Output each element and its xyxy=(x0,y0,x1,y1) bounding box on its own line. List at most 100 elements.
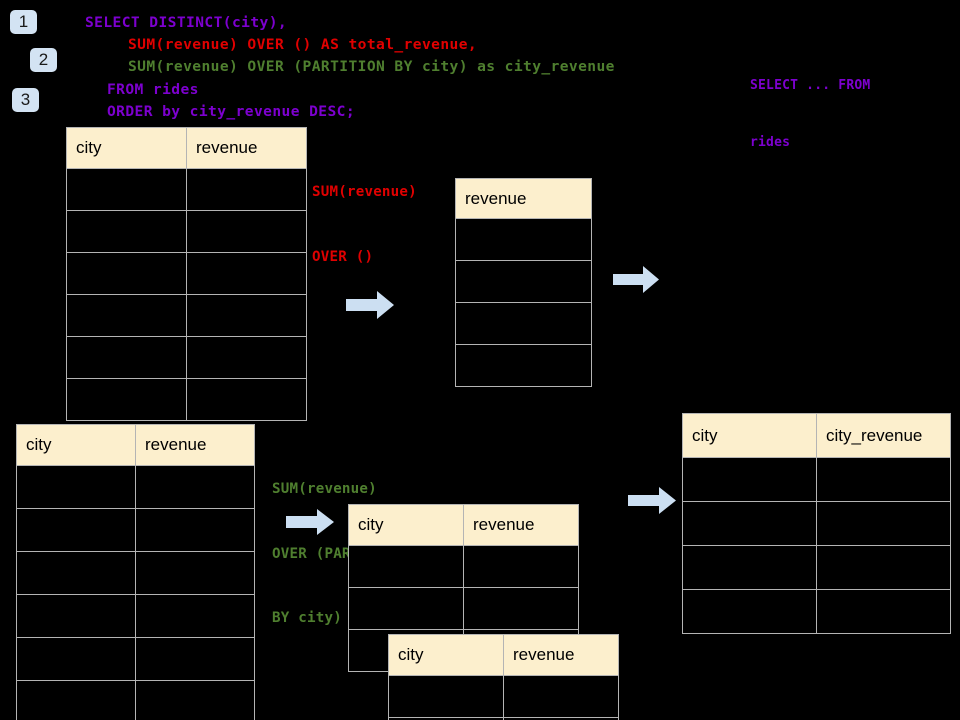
table-row xyxy=(388,675,619,718)
sql-line-sum-over-all: SUM(revenue) OVER () AS total_revenue, xyxy=(128,36,478,53)
table-cell xyxy=(186,378,307,421)
step-badge-2: 2 xyxy=(30,48,57,72)
table-cell xyxy=(66,378,187,421)
table-cell xyxy=(348,587,464,630)
sql-line-from: FROM rides xyxy=(107,81,199,98)
table-cell xyxy=(463,587,579,630)
table-header-row: revenue xyxy=(455,178,592,219)
table-cell xyxy=(186,210,307,253)
table-cell xyxy=(816,501,951,546)
table-cell xyxy=(816,457,951,502)
table-row xyxy=(455,260,592,303)
table-cell xyxy=(16,465,136,509)
table-cell xyxy=(186,294,307,337)
arrow-source-to-total-icon xyxy=(346,291,394,319)
table-cell xyxy=(66,336,187,379)
table-cell xyxy=(16,680,136,720)
table-cell xyxy=(135,508,255,552)
table-row xyxy=(388,717,619,720)
table-cell xyxy=(463,545,579,588)
table-header-row: city revenue xyxy=(388,634,619,676)
annotation-sum-over-partition-line3: BY city) xyxy=(272,610,342,626)
sql-line-order-by: ORDER by city_revenue DESC; xyxy=(107,103,356,120)
table-cell xyxy=(135,465,255,509)
table-row xyxy=(682,545,951,590)
table-row xyxy=(16,465,255,509)
annotation-sum-over-all: SUM(revenue) OVER () xyxy=(312,139,417,311)
table-row xyxy=(682,589,951,634)
annotation-select-from-rides-line2: rides xyxy=(750,135,791,150)
column-header-revenue: revenue xyxy=(455,178,592,219)
table-cell xyxy=(16,637,136,681)
arrow-source-to-partition-icon xyxy=(286,509,334,535)
sql-line-sum-over-partition: SUM(revenue) OVER (PARTITION BY city) as… xyxy=(128,58,615,75)
table-header-row: city revenue xyxy=(66,127,307,169)
table-source-bottom: city revenue xyxy=(16,424,255,720)
column-header-city: city xyxy=(16,424,136,466)
table-row xyxy=(16,680,255,720)
column-header-city: city xyxy=(388,634,504,676)
table-cell xyxy=(388,675,504,718)
table-cell xyxy=(682,545,817,590)
arrow-total-to-result-icon xyxy=(613,266,659,293)
table-cell xyxy=(455,344,592,387)
table-cell xyxy=(682,589,817,634)
table-cell xyxy=(186,336,307,379)
table-cell xyxy=(135,680,255,720)
column-header-city: city xyxy=(66,127,187,169)
table-cell xyxy=(455,302,592,345)
column-header-city: city xyxy=(348,504,464,546)
table-cell xyxy=(66,252,187,295)
table-cell xyxy=(503,717,619,720)
table-row xyxy=(455,302,592,345)
annotation-sum-over-all-line2: OVER () xyxy=(312,248,374,265)
table-row xyxy=(66,336,307,379)
table-cell xyxy=(66,168,187,211)
table-row xyxy=(682,457,951,502)
table-cell xyxy=(348,545,464,588)
column-header-revenue: revenue xyxy=(186,127,307,169)
table-result: city city_revenue xyxy=(682,413,951,634)
table-row xyxy=(682,501,951,546)
step-badge-1: 1 xyxy=(10,10,37,34)
table-row xyxy=(455,344,592,387)
table-header-row: city city_revenue xyxy=(682,413,951,458)
column-header-revenue: revenue xyxy=(135,424,255,466)
table-cell xyxy=(503,675,619,718)
table-row xyxy=(66,378,307,421)
table-row xyxy=(348,545,579,588)
table-partition-front: city revenue xyxy=(388,634,619,720)
table-cell xyxy=(682,501,817,546)
column-header-city-revenue: city_revenue xyxy=(816,413,951,458)
table-cell xyxy=(186,252,307,295)
table-header-row: city revenue xyxy=(16,424,255,466)
table-row xyxy=(66,168,307,211)
table-row xyxy=(66,294,307,337)
annotation-select-from-rides-line1: SELECT ... FROM xyxy=(750,78,871,93)
table-header-row: city revenue xyxy=(348,504,579,546)
column-header-revenue: revenue xyxy=(503,634,619,676)
annotation-sum-over-all-line1: SUM(revenue) xyxy=(312,184,417,200)
table-cell xyxy=(455,260,592,303)
table-row xyxy=(455,218,592,261)
table-row xyxy=(16,637,255,681)
arrow-partition-to-result-icon xyxy=(628,487,676,514)
table-row xyxy=(348,587,579,630)
table-cell xyxy=(66,294,187,337)
annotation-select-from-rides: SELECT ... FROM rides xyxy=(750,38,870,190)
table-cell xyxy=(682,457,817,502)
table-cell xyxy=(135,594,255,638)
table-row xyxy=(66,210,307,253)
annotation-sum-over-partition-line1: SUM(revenue) xyxy=(272,481,377,497)
table-cell xyxy=(135,551,255,595)
table-cell xyxy=(16,551,136,595)
table-cell xyxy=(135,637,255,681)
table-total-revenue: revenue xyxy=(455,178,592,387)
table-row xyxy=(66,252,307,295)
table-cell xyxy=(816,545,951,590)
column-header-city: city xyxy=(682,413,817,458)
table-row xyxy=(16,594,255,638)
table-cell xyxy=(16,508,136,552)
table-cell xyxy=(186,168,307,211)
